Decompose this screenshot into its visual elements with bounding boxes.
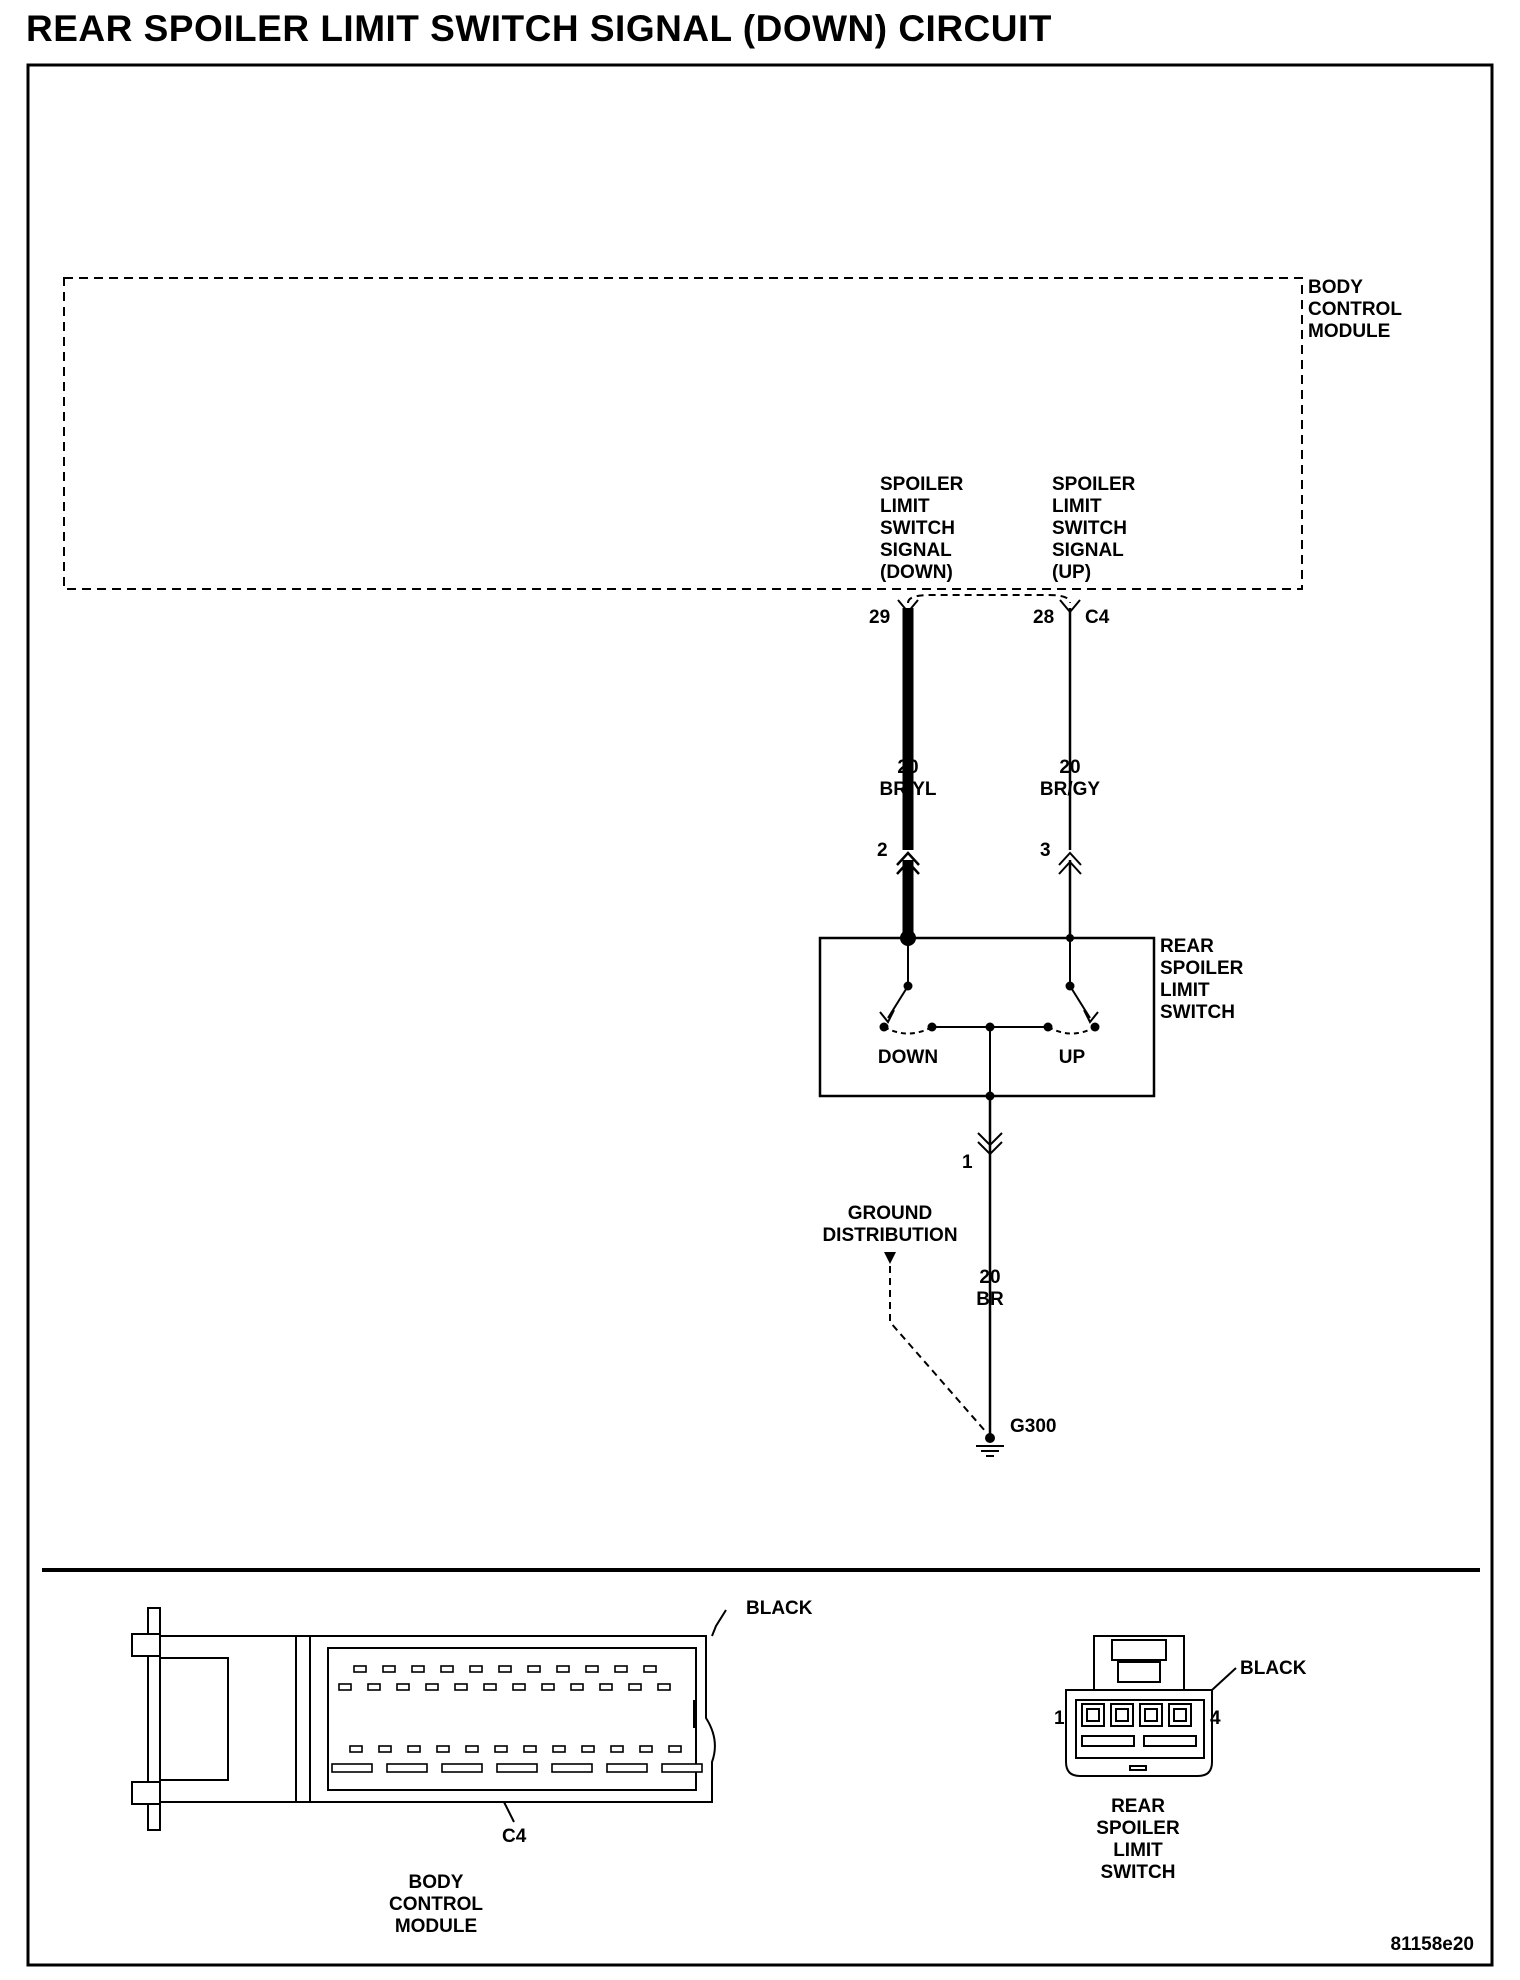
- switch-name-line2: SPOILER: [1160, 958, 1244, 979]
- bcm-down-label-1: SPOILER: [880, 474, 964, 495]
- bcm-connector-id-leader: [503, 1801, 515, 1823]
- switch-box: [818, 936, 1156, 1098]
- bcm-connector-id: C4: [502, 1826, 527, 1847]
- switch-connector-pin-first: 1: [1054, 1708, 1065, 1729]
- switch-down-link: [883, 1026, 933, 1035]
- ground-distribution-line1: GROUND: [848, 1203, 932, 1224]
- switch-connector-cavities: [1081, 1703, 1197, 1771]
- bcm-up-label-5: (UP): [1052, 562, 1091, 583]
- c4-connector-link: [907, 594, 1071, 604]
- bcm-up-label-4: SIGNAL: [1052, 540, 1124, 561]
- wire-up-color: BR/GY: [1040, 779, 1101, 800]
- pin28-number: 28: [1033, 607, 1054, 628]
- switch-down-label: DOWN: [878, 1047, 938, 1068]
- switch-up-link: [1047, 1026, 1096, 1035]
- wire-ground-color: BR: [976, 1289, 1004, 1310]
- switch-connector-name-line4: SWITCH: [1101, 1862, 1176, 1883]
- bcm-connector-view: [131, 1607, 727, 1831]
- switch-connector-name-line1: REAR: [1111, 1796, 1165, 1817]
- bcm-down-label-2: LIMIT: [880, 496, 930, 517]
- switch-up-arrow: [1083, 1009, 1099, 1024]
- bcm-up-label-3: SWITCH: [1052, 518, 1127, 539]
- switch-name-line3: LIMIT: [1160, 980, 1210, 1001]
- diagram-frame: [26, 63, 1494, 1967]
- bcm-up-label-1: SPOILER: [1052, 474, 1136, 495]
- switch-connector-name-line2: SPOILER: [1096, 1818, 1180, 1839]
- bcm-name-line1: BODY: [1308, 277, 1363, 298]
- c4-connector-id: C4: [1085, 607, 1110, 628]
- bcm-down-label-5: (DOWN): [880, 562, 953, 583]
- wire-down-gauge: 20: [897, 757, 918, 778]
- bcm-up-label-2: LIMIT: [1052, 496, 1102, 517]
- ground-distribution-link: [889, 1266, 987, 1433]
- pin29-number: 29: [869, 607, 890, 628]
- wire-down-color: BR/YL: [880, 779, 937, 800]
- wire-ground-gauge: 20: [979, 1267, 1000, 1288]
- switch-connector-color: BLACK: [1240, 1658, 1307, 1679]
- switch-pin2-number: 2: [877, 840, 888, 861]
- bcm-name-line2: CONTROL: [1308, 299, 1402, 320]
- bcm-connector-name-line1: BODY: [409, 1872, 464, 1893]
- bcm-connector-color: BLACK: [746, 1598, 813, 1619]
- switch-up-blade: [1069, 985, 1091, 1019]
- switch-connector-name-line3: LIMIT: [1113, 1840, 1163, 1861]
- ground-distribution-marker: [884, 1252, 896, 1264]
- wire-up-gauge: 20: [1059, 757, 1080, 778]
- switch-pin2-terminal: [896, 851, 920, 875]
- bcm-name-line3: MODULE: [1308, 321, 1390, 342]
- bcm-connector-name-line3: MODULE: [395, 1916, 477, 1937]
- figure-id: 81158e20: [1391, 1934, 1475, 1955]
- ground-point-node: [985, 1433, 995, 1443]
- switch-pin3-number: 3: [1040, 840, 1051, 861]
- switch-down-blade: [887, 985, 909, 1019]
- switch-pin1-number: 1: [962, 1152, 973, 1173]
- switch-connector-color-leader: [1211, 1667, 1237, 1691]
- switch-up-label: UP: [1059, 1047, 1086, 1068]
- switch-name-line1: REAR: [1160, 936, 1214, 957]
- bcm-connector-cavities: [331, 1665, 703, 1773]
- switch-down-arrow: [879, 1009, 895, 1024]
- ground-distribution-line2: DISTRIBUTION: [822, 1225, 957, 1246]
- switch-name-line4: SWITCH: [1160, 1002, 1235, 1023]
- switch-pin3-terminal: [1058, 851, 1082, 875]
- page-title: REAR SPOILER LIMIT SWITCH SIGNAL (DOWN) …: [26, 8, 1052, 49]
- bcm-module-box: [63, 277, 1303, 590]
- switch-connector-pin-last: 4: [1210, 1708, 1221, 1729]
- ground-point-id: G300: [1010, 1416, 1056, 1437]
- switch-pin1-terminal: [977, 1132, 1003, 1156]
- bcm-down-label-4: SIGNAL: [880, 540, 952, 561]
- bcm-down-label-3: SWITCH: [880, 518, 955, 539]
- bcm-connector-name-line2: CONTROL: [389, 1894, 483, 1915]
